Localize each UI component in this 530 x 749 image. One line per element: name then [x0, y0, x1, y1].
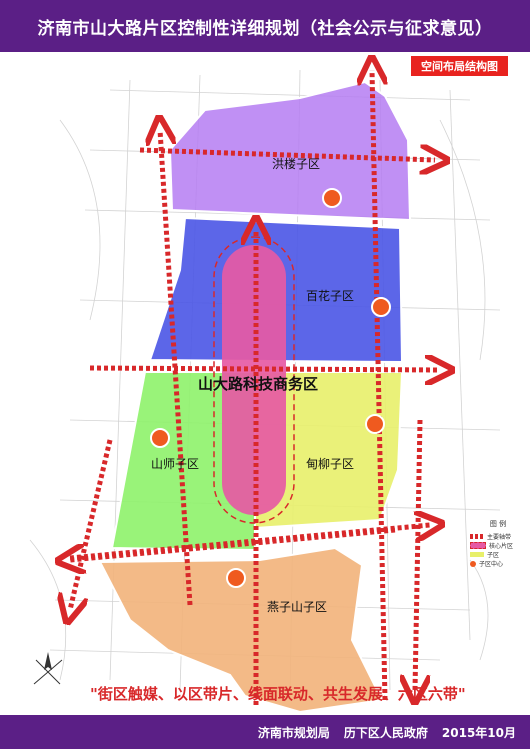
axis-vertical-east	[372, 70, 388, 701]
page-title: 济南市山大路片区控制性详细规划（社会公示与征求意见）	[37, 18, 493, 39]
label-yanzishan: 燕子山子区	[267, 600, 327, 614]
footer-org-government: 历下区人民政府	[343, 725, 428, 740]
planning-map: 洪楼子区 百花子区 山师子区 甸柳子区 燕子山子区 山大路科技商务区	[29, 52, 501, 714]
label-shanshi: 山师子区	[151, 457, 199, 471]
legend-title: 图 例	[489, 520, 507, 528]
district-centers	[150, 188, 391, 588]
legend: 图 例 主要轴带 核心片区 子区 子区中心	[470, 519, 526, 568]
label-baihua: 百花子区	[306, 288, 354, 303]
center-honglou	[322, 188, 342, 208]
district-honglou-area[interactable]	[168, 80, 412, 222]
axis-diagonal-west	[70, 439, 113, 610]
legend-item-axis: 主要轴带	[470, 532, 526, 541]
header-bar: 济南市山大路片区控制性详细规划（社会公示与征求意见）	[0, 0, 530, 52]
legend-item-core: 核心片区	[470, 541, 526, 550]
axis-horizontal-south-west	[70, 527, 396, 560]
center-baihua	[371, 297, 391, 317]
map-subtitle: 空间布局结构图	[411, 56, 508, 76]
axis-diagonal-east	[415, 419, 420, 690]
label-honglou: 洪楼子区	[272, 156, 320, 171]
label-business-district: 山大路科技商务区	[198, 375, 318, 393]
center-yanzishan	[226, 568, 246, 588]
center-shanshi	[150, 428, 170, 448]
axis-bands	[70, 70, 440, 705]
footer-date: 2015年10月	[441, 725, 516, 740]
footer-org-planning: 济南市规划局	[257, 725, 330, 740]
legend-item-center: 子区中心	[470, 559, 526, 568]
axis-horizontal-middle	[89, 368, 440, 370]
label-dianliu: 甸柳子区	[306, 457, 354, 471]
north-arrow	[30, 650, 66, 694]
legend-item-district: 子区	[470, 550, 526, 559]
center-dianliu	[365, 414, 385, 434]
planning-slogan: "街区触媒、以区带片、线面联动、共生发展、六区六带"	[90, 685, 466, 703]
axis-horizontal-north	[139, 150, 435, 160]
district-yanzishan-area[interactable]	[98, 546, 384, 714]
axis-vertical-west	[160, 130, 193, 606]
footer-bar: 济南市规划局 历下区人民政府 2015年10月	[0, 715, 530, 749]
